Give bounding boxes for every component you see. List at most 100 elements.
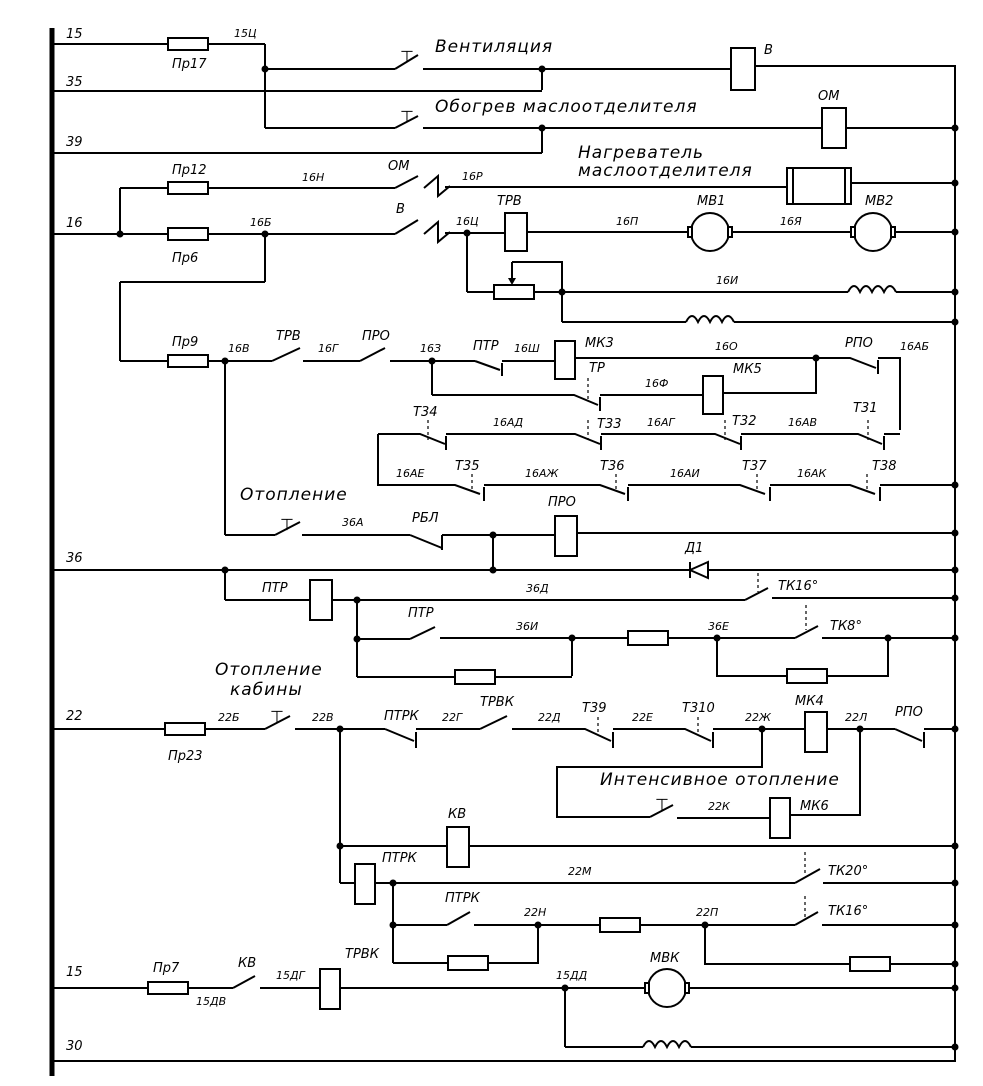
contact-ptrk1 — [384, 728, 480, 748]
switch-heating — [274, 521, 301, 536]
resistor — [849, 956, 891, 972]
fuse-pr12 — [167, 181, 209, 195]
wire-label: 36Е — [708, 620, 729, 633]
contact-label: Т38 — [872, 459, 896, 474]
contact-rpo2 — [894, 728, 955, 748]
contact-label: ПТРК — [445, 891, 481, 906]
switch-intensive — [649, 804, 674, 818]
coil-mk4 — [804, 711, 828, 753]
circuit-label: кабины — [230, 680, 303, 700]
switch-oil-heat — [394, 115, 419, 129]
fuse-pr7 — [147, 981, 189, 995]
wire-label: 22П — [696, 906, 718, 919]
coil-kv — [446, 826, 470, 868]
contact-om — [394, 175, 419, 189]
wire-label: 15ДГ — [276, 969, 306, 982]
wire-label: 22Е — [632, 711, 653, 724]
contact-pro — [359, 347, 386, 362]
motor-label: МВК — [650, 951, 680, 966]
contact-label: ТР — [589, 361, 605, 376]
motor-mv1 — [690, 212, 730, 252]
coil-mk5 — [702, 375, 724, 415]
bus-label: 30 — [66, 1039, 83, 1054]
wire-label: 22Д — [538, 711, 561, 724]
thermo-contacts-row2 — [377, 434, 955, 501]
wire-label: 16Ш — [514, 342, 540, 355]
contact-label: РПО — [895, 705, 923, 720]
contact-label: ПРО — [362, 329, 390, 344]
motor-label: МВ2 — [865, 194, 893, 209]
contact-label: ТК8° — [830, 619, 862, 634]
circuit-label: Обогрев маслоотделителя — [435, 97, 698, 117]
wire-label: 16АГ — [647, 416, 676, 429]
wire-label: 22Л — [845, 711, 867, 724]
wire-label: 22Ж — [745, 711, 772, 724]
fuse-label: Пр17 — [172, 57, 207, 72]
wire-label: 15ДВ — [196, 995, 226, 1008]
rheostat — [493, 284, 535, 300]
contact-label: Т35 — [455, 459, 479, 474]
field-winding — [685, 315, 735, 325]
coil-ptrk — [354, 863, 376, 905]
bus-label: 15 — [66, 27, 83, 42]
contact-label: Т39 — [582, 701, 606, 716]
wire-label: 16З — [420, 342, 441, 355]
coil-label: ТРВ — [497, 194, 522, 209]
contact-label: В — [396, 202, 405, 217]
fuse-pr17 — [167, 37, 209, 51]
contact-label: Т34 — [413, 405, 437, 420]
wire-label: 16АЖ — [525, 467, 560, 480]
contact-label: ТК16° — [828, 904, 868, 919]
wire-label: 22М — [568, 865, 592, 878]
resistor — [599, 917, 641, 933]
circuit-label: маслоотделителя — [578, 161, 753, 181]
connector-icon — [423, 219, 451, 245]
wire-label: 16АИ — [670, 467, 700, 480]
wire-label: 16АВ — [788, 416, 817, 429]
field-winding — [642, 1040, 692, 1050]
coil-label: ПТРК — [382, 851, 418, 866]
fuse-pr9 — [167, 354, 209, 368]
contact-ptr — [474, 360, 555, 376]
wire-label: 16И — [716, 274, 738, 287]
wire-label: 22Г — [442, 711, 463, 724]
coil-mk3 — [554, 340, 576, 380]
contact-trvk1 — [479, 715, 508, 730]
wire-label: 16П — [616, 215, 638, 228]
fuse-label: Пр23 — [168, 749, 203, 764]
fuse-label: Пр6 — [172, 251, 198, 266]
contact-label: Т31 — [853, 401, 877, 416]
manual-switch-icon: ⊤ — [400, 107, 414, 126]
bus-label: 22 — [66, 709, 83, 724]
contact-tr — [432, 394, 703, 411]
coil-label: МК5 — [733, 362, 762, 377]
contact-label: ТК20° — [828, 864, 868, 879]
coil-label: КВ — [448, 807, 466, 822]
diode-d1 — [687, 560, 709, 580]
coil-trv — [504, 212, 528, 252]
connector-icon — [423, 173, 451, 199]
fuse-label: Пр7 — [153, 961, 180, 976]
contact-rbl — [409, 534, 555, 550]
fuse-pr23 — [164, 722, 206, 736]
thermo-contacts-row1 — [378, 433, 900, 450]
wire-label: 22Б — [218, 711, 240, 724]
contact-label: ТРВК — [480, 695, 515, 710]
circuit-label: Отопление — [215, 660, 323, 680]
wire-label: 16Р — [462, 170, 483, 183]
contact-label: Т33 — [597, 417, 621, 432]
wire-label: 16О — [715, 340, 738, 353]
wire-label: 36И — [516, 620, 538, 633]
coil-label: ОМ — [818, 89, 839, 104]
bus-label: 39 — [66, 135, 83, 150]
resistor — [786, 668, 828, 684]
contact-v — [394, 219, 419, 235]
thermo-switch-tk20 — [794, 868, 821, 884]
coil-ptr — [309, 579, 333, 621]
bus-label: 35 — [66, 75, 83, 90]
bus-label: 16 — [66, 216, 83, 231]
wire-label: 16АЕ — [396, 467, 425, 480]
coil-v — [730, 47, 756, 91]
switch-ventilation — [394, 54, 419, 70]
wire-label: 16Я — [780, 215, 802, 228]
